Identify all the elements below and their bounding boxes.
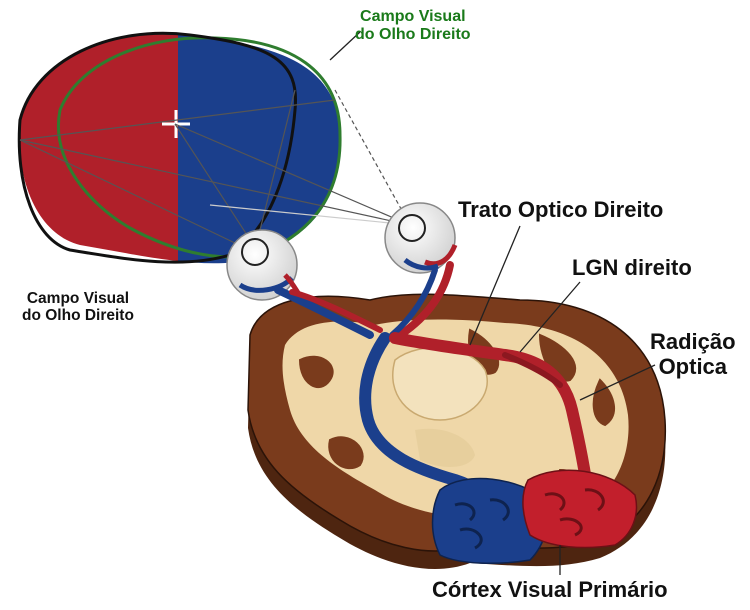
label-primary-visual-cortex: Córtex Visual Primário — [432, 577, 668, 602]
label-lgn: LGN direito — [572, 255, 692, 280]
leader-lines — [329, 31, 656, 575]
label-eye-field-black-line1: Campo Visual — [26, 290, 130, 307]
cortex-blue-block — [431, 477, 549, 565]
label-optic-radiation-line1: Radição — [650, 329, 736, 354]
label-optic-radiation-line2: Optica — [658, 353, 728, 379]
right-eye-field-outline — [57, 36, 342, 259]
label-right-eye-field-green-line2: do Olho Direito — [355, 25, 471, 43]
field-outline — [17, 31, 298, 264]
visual-cortex — [431, 469, 638, 565]
visual-field — [17, 31, 342, 264]
cortex-red-block — [522, 469, 638, 549]
label-right-eye-field-green: Campo Visual do Olho Direito — [355, 8, 471, 44]
red-tract — [389, 332, 594, 501]
right-eye-icon — [384, 202, 458, 274]
label-eye-field-black-line2: do Olho Direito — [22, 307, 134, 325]
label-optic-tract: Trato Optico Direito — [458, 197, 664, 222]
label-eye-field-black: Campo Visual do Olho Direito — [22, 290, 134, 325]
label-right-eye-field-green-line1: Campo Visual — [360, 8, 466, 25]
label-optic-radiation: Radição Optica — [650, 329, 736, 379]
left-eye-icon — [226, 229, 303, 301]
